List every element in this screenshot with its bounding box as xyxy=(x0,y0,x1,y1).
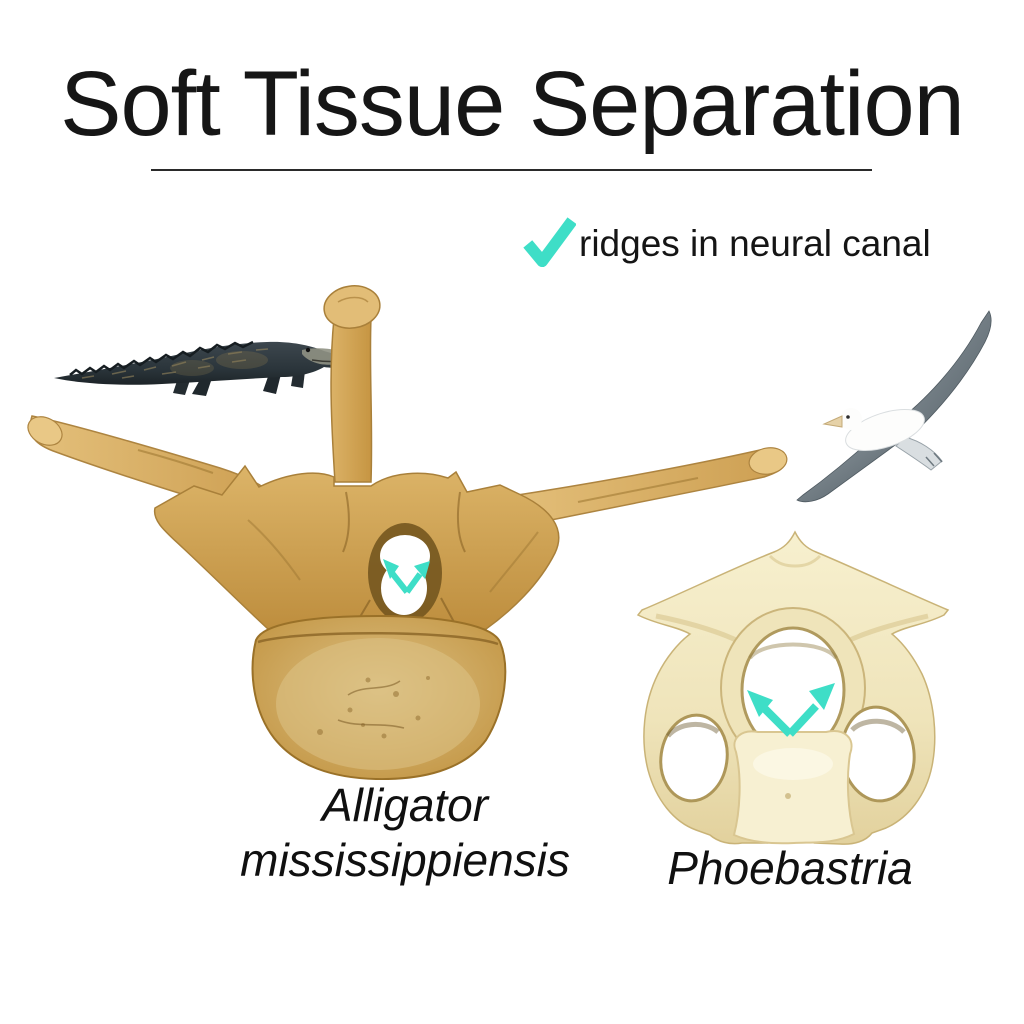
albatross-body-group xyxy=(796,310,992,503)
alligator-body xyxy=(54,340,359,396)
albatross-species-label: Phoebastria xyxy=(667,842,913,894)
albatross-lower-wing xyxy=(796,435,899,503)
albatross-upper-wing xyxy=(892,310,992,441)
centrum-block xyxy=(732,730,856,845)
albatross-eye xyxy=(846,415,850,419)
alligator-vertebra-image xyxy=(27,285,788,780)
checkmark-icon xyxy=(523,217,576,268)
neural-canal-arrows xyxy=(747,683,835,737)
feature-note: ridges in neural canal xyxy=(522,212,931,270)
vertebra-body xyxy=(153,464,560,632)
albatross-vertebra-body xyxy=(636,530,950,845)
page-title: Soft Tissue Separation xyxy=(60,53,965,155)
centrum xyxy=(251,614,507,780)
alligator-photo xyxy=(54,340,359,396)
lateral-opening-left xyxy=(659,713,729,803)
alligator-species-label: Alligator mississippiensis xyxy=(160,778,650,888)
feature-label: ridges in neural canal xyxy=(579,222,931,264)
albatross-beak xyxy=(822,415,843,428)
alligator-label-line2: mississippiensis xyxy=(240,834,570,886)
albatross-vertebra-image xyxy=(636,530,950,845)
neural-canal-arrows xyxy=(383,559,430,594)
title-underline xyxy=(151,169,872,171)
alligator-label-line1: Alligator xyxy=(321,779,489,831)
neural-spine xyxy=(323,285,381,483)
transverse-process-right xyxy=(496,447,788,528)
albatross-photo xyxy=(796,310,992,503)
